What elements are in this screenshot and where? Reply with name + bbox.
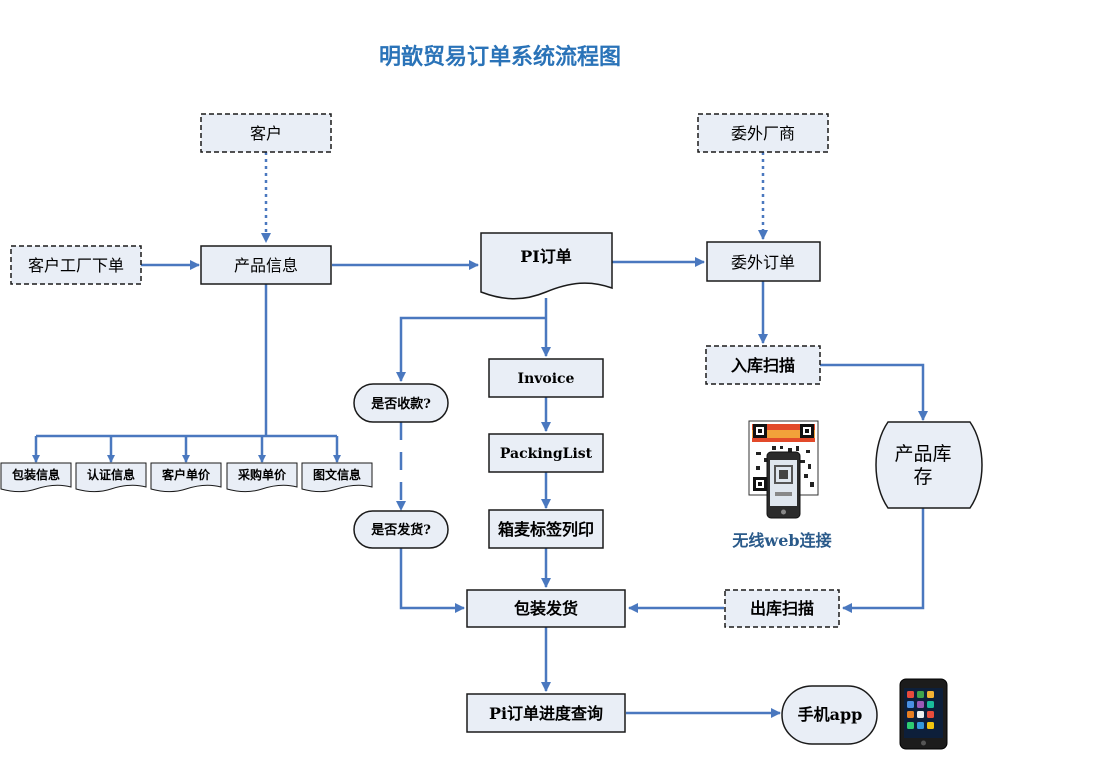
page-title: 明歆贸易订单系统流程图	[379, 44, 621, 70]
node-product-stock-label-line2: 存	[913, 466, 932, 488]
node-mobile-app-label: 手机app	[798, 705, 863, 724]
node-inbound-scan-label: 入库扫描	[731, 356, 795, 375]
node-customer-label: 客户	[250, 124, 282, 143]
doc-certification-info-label: 认证信息	[87, 467, 135, 482]
node-outsource-vendor-label: 委外厂商	[731, 124, 795, 143]
node-shipped: 是否发货?	[353, 510, 449, 549]
node-product-stock-label-line1: 产品库	[894, 443, 951, 465]
wireless-web-caption: 无线web连接	[731, 531, 831, 550]
doc-customer-price: 客户单价	[150, 462, 222, 493]
smartphone-icon	[899, 678, 948, 750]
node-packing-list-label: PackingList	[500, 446, 593, 462]
node-carton-label-print: 箱麦标签列印	[488, 509, 604, 549]
node-outsource-vendor: 委外厂商	[697, 113, 829, 153]
node-pi-order: PI订单	[480, 232, 613, 300]
node-pack-ship: 包装发货	[466, 589, 626, 628]
node-outbound-scan: 出库扫描	[724, 589, 840, 628]
doc-purchase-price: 采购单价	[226, 462, 298, 493]
node-product-stock: 产品库 存	[875, 421, 983, 509]
node-product-info-label: 产品信息	[234, 256, 298, 275]
node-invoice-label: Invoice	[518, 371, 575, 387]
node-outsource-order: 委外订单	[706, 241, 821, 282]
node-product-info: 产品信息	[200, 245, 332, 285]
node-carton-label-print-label: 箱麦标签列印	[498, 520, 594, 539]
doc-packaging-info: 包装信息	[0, 462, 72, 493]
arrow-stock-to-outbound-scan	[842, 508, 925, 613]
node-outbound-scan-label: 出库扫描	[750, 599, 814, 618]
node-payment-received: 是否收款?	[353, 383, 449, 423]
node-pack-ship-label: 包装发货	[514, 599, 578, 618]
node-pi-order-label: PI订单	[520, 247, 572, 266]
node-customer-factory-order-label: 客户工厂下单	[28, 256, 124, 275]
node-customer: 客户	[200, 113, 332, 153]
node-pi-progress-query-label: Pi订单进度查询	[489, 704, 603, 723]
arrow-inbound-scan-to-stock	[820, 363, 928, 421]
node-outsource-order-label: 委外订单	[731, 253, 795, 272]
doc-packaging-info-label: 包装信息	[11, 467, 60, 482]
doc-customer-price-label: 客户单价	[161, 467, 211, 482]
phone-scan-icon	[766, 451, 801, 519]
node-inbound-scan: 入库扫描	[705, 345, 821, 385]
node-customer-factory-order: 客户工厂下单	[10, 245, 142, 285]
node-invoice: Invoice	[488, 358, 604, 398]
doc-graphics-info-label: 图文信息	[313, 467, 361, 482]
node-pi-progress-query: Pi订单进度查询	[466, 693, 626, 733]
node-shipped-label: 是否发货?	[370, 522, 431, 538]
connectors	[32, 152, 928, 718]
arrow-pi-order-to-payment-check	[396, 316, 546, 382]
node-packing-list: PackingList	[488, 433, 604, 473]
node-payment-received-label: 是否收款?	[370, 396, 431, 412]
doc-graphics-info: 图文信息	[301, 462, 373, 493]
doc-purchase-price-label: 采购单价	[237, 467, 287, 482]
arrow-shipped-check-to-pack-ship	[399, 548, 465, 613]
node-mobile-app: 手机app	[781, 685, 878, 745]
info-documents: 包装信息 认证信息 客户单价 采购单价 图文信息	[0, 462, 373, 493]
doc-certification-info: 认证信息	[75, 462, 147, 493]
